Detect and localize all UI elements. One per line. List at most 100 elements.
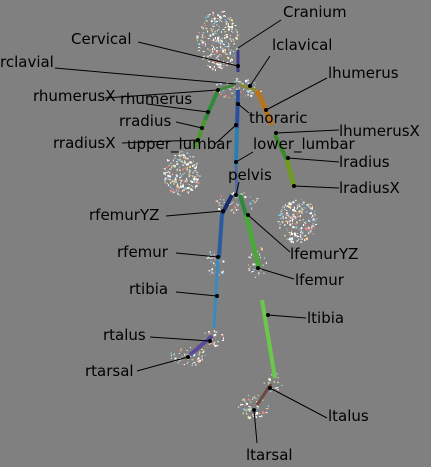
leader-rfemur <box>175 252 219 258</box>
bone-rtibia <box>212 257 220 329</box>
leader-upper-lumbar <box>213 124 237 146</box>
joint-dot-lhumerusx <box>274 131 278 135</box>
joint-markers <box>186 64 296 412</box>
label-rhumerusx: rhumerusX <box>33 87 116 105</box>
joint-dot-thoraric <box>236 102 240 106</box>
joint-dot-rtarsal <box>186 355 190 359</box>
label-rtibia: rtibia <box>129 280 168 298</box>
joint-dot-lfemur <box>256 266 260 270</box>
label-rfemur: rfemur <box>117 243 169 261</box>
bone-rhumerus <box>203 89 220 121</box>
bone-lradius-lower <box>284 159 297 187</box>
joint-dot-ltibia <box>266 313 270 317</box>
label-upper-lumbar: upper_lumbar <box>127 135 232 154</box>
label-rradius: rradius <box>119 112 171 130</box>
label-lfemuryz: lfemurYZ <box>290 245 358 263</box>
joint-dot-ltalus <box>268 386 272 390</box>
bone-ltibia <box>260 299 277 379</box>
cloud-left-foot <box>237 395 269 420</box>
leader-lradiusx <box>293 185 340 189</box>
joint-dot-ltarsal <box>252 408 256 412</box>
joint-labels: Cranium Cervical lclavical rclavial lhum… <box>0 3 420 464</box>
label-lhumerus: lhumerus <box>328 64 399 82</box>
leader-lfemur <box>257 267 295 280</box>
joint-dot-lower-lumbar <box>234 160 238 164</box>
leader-lower-lumbar <box>235 151 254 163</box>
label-thoraric: thoraric <box>249 109 308 127</box>
bone-lradius <box>273 134 289 161</box>
joint-dot-rfemur <box>216 255 220 259</box>
label-lradiusx: lradiusX <box>339 179 400 197</box>
leader-rhumerus <box>146 103 209 113</box>
joint-dot-rtalus <box>208 339 212 343</box>
label-ltarsal: ltarsal <box>246 446 293 464</box>
leader-rradiusx <box>121 139 199 144</box>
leader-rtarsal <box>136 356 189 372</box>
label-lhumerusx: lhumerusX <box>339 122 420 140</box>
leader-lhumerusx <box>275 129 340 134</box>
joint-dot-lfemuryz <box>246 213 250 217</box>
leader-ltibia <box>267 314 307 319</box>
label-cervical: Cervical <box>71 30 132 48</box>
label-lradius: lradius <box>339 153 390 171</box>
joint-dot-rhumerusx <box>216 88 220 92</box>
label-ltalus: ltalus <box>328 407 369 425</box>
label-rhumerus: rhumerus <box>120 90 192 108</box>
leader-rclavial <box>54 67 237 85</box>
cloud-head <box>196 10 240 72</box>
leader-pelvis <box>235 181 240 196</box>
cloud-right-knee <box>206 251 225 276</box>
label-rclavial: rclavial <box>0 53 54 71</box>
joint-dot-rradiusx <box>196 138 200 142</box>
label-lower-lumbar: lower_lumbar <box>253 135 356 154</box>
label-leaders <box>54 19 340 444</box>
label-rtalus: rtalus <box>103 326 146 344</box>
joint-dot-upper-lumbar <box>234 123 238 127</box>
leader-lhumerus <box>265 77 328 111</box>
skeleton-bones <box>188 50 297 406</box>
leader-rtalus <box>149 336 211 342</box>
joint-dot-rradius <box>200 126 204 130</box>
bone-lfemur-upper <box>238 194 248 216</box>
label-lfemur: lfemur <box>295 271 345 289</box>
label-ltibia: ltibia <box>307 309 344 327</box>
joint-dot-pelvis <box>234 193 238 197</box>
leader-thoraric <box>237 103 250 114</box>
leader-cranium <box>237 19 282 49</box>
joint-dot-lclavical <box>248 84 252 88</box>
leader-rfemuryz <box>165 210 224 217</box>
leader-rradius <box>175 121 203 129</box>
bone-rradius <box>193 119 207 149</box>
bone-spine-lower <box>234 127 239 166</box>
label-rradiusx: rradiusX <box>53 134 116 152</box>
cloud-right-hand <box>163 151 201 196</box>
leader-ltarsal <box>253 409 258 444</box>
joint-dot-lhumerus <box>264 108 268 112</box>
bone-spine-upper <box>235 89 240 129</box>
leader-cervical <box>137 41 239 67</box>
label-lclavical: lclavical <box>272 36 332 54</box>
bone-lfemur <box>243 214 262 269</box>
joint-dot-rfemuryz <box>221 209 225 213</box>
joint-dot-rtibia <box>215 294 219 298</box>
bone-rtalus <box>188 334 214 357</box>
label-rfemuryz: rfemurYZ <box>89 206 159 224</box>
joint-dot-lradiusx <box>292 184 296 188</box>
bone-rclavial <box>217 83 235 92</box>
joint-dot-cervical <box>236 64 240 68</box>
bone-lhumerus <box>254 89 275 126</box>
joint-dot-lradius <box>286 156 290 160</box>
cloud-left-hand <box>277 198 318 244</box>
leader-rtibia <box>175 291 218 297</box>
label-pelvis: pelvis <box>228 166 272 184</box>
bone-rfemur <box>217 213 224 259</box>
label-cranium: Cranium <box>283 3 347 21</box>
leader-rhumerusx <box>104 89 219 99</box>
leader-lclavical <box>249 55 271 87</box>
marker-clouds <box>163 10 318 420</box>
label-rtarsal: rtarsal <box>85 362 134 380</box>
leader-lradius <box>287 157 340 163</box>
leader-ltalus <box>269 387 328 419</box>
